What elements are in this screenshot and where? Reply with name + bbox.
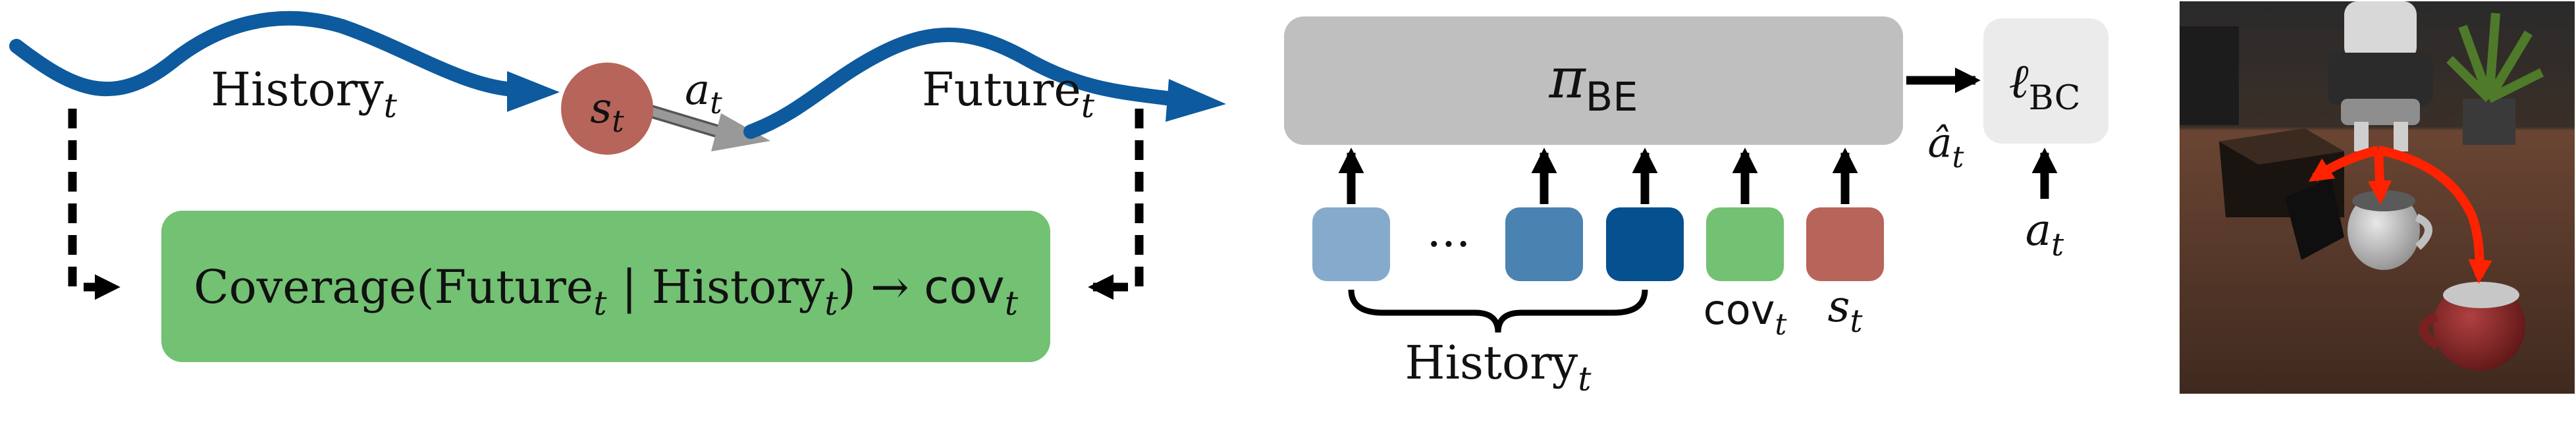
policy-box bbox=[1284, 16, 1903, 145]
loss-box bbox=[1983, 18, 2108, 144]
scene-arrow-right bbox=[2377, 146, 2492, 284]
scene-arrow-down bbox=[2367, 149, 2392, 205]
middle-diagram: πBE ··· Historyt covt st ât ℓBC at bbox=[1284, 16, 2108, 398]
black-object-icon bbox=[2285, 178, 2344, 260]
scene-arrow-left bbox=[2308, 146, 2380, 182]
state-label: st bbox=[590, 84, 624, 139]
history-token-2 bbox=[1505, 207, 1583, 281]
loss-label: ℓBC bbox=[2009, 53, 2081, 118]
plant-icon bbox=[2446, 13, 2544, 145]
history-dashed-connector bbox=[68, 109, 121, 300]
action-arrow-inner bbox=[647, 106, 729, 139]
history-token-1 bbox=[1312, 207, 1390, 281]
scene-cabinet bbox=[2180, 26, 2239, 125]
policy-label: πBE bbox=[1549, 46, 1638, 120]
robot-arm-icon bbox=[2328, 1, 2433, 151]
state-token bbox=[1806, 207, 1884, 281]
action-arrow-head bbox=[711, 113, 770, 151]
history-trajectory-arrowhead bbox=[507, 71, 560, 112]
history-label: Historyt bbox=[211, 63, 398, 125]
coverage-token bbox=[1706, 207, 1784, 281]
coverage-label: Coverage(Futuret | Historyt) → covt bbox=[194, 260, 1019, 323]
action-label: at bbox=[685, 66, 722, 120]
left-diagram: st Historyt at Futuret Coverage(Futuret … bbox=[9, 11, 1226, 362]
history-tokens-label: Historyt bbox=[1405, 336, 1592, 398]
future-dashed-connector bbox=[1088, 109, 1144, 300]
state-token-label: st bbox=[1828, 281, 1864, 340]
future-trajectory-arrowhead bbox=[1166, 79, 1226, 122]
future-trajectory bbox=[743, 27, 1179, 139]
future-label: Futuret bbox=[922, 63, 1095, 125]
history-brace bbox=[1348, 289, 1648, 333]
red-mug-icon bbox=[2419, 281, 2525, 371]
robot-kitchen-scene bbox=[2180, 1, 2575, 394]
coverage-box bbox=[161, 211, 1050, 362]
predicted-action-label: ât bbox=[1928, 119, 1964, 174]
history-ellipsis: ··· bbox=[1427, 217, 1471, 271]
history-token-3 bbox=[1606, 207, 1684, 281]
state-node bbox=[561, 63, 653, 155]
cov-token-label: covt bbox=[1704, 286, 1787, 342]
target-action-label: at bbox=[2026, 205, 2064, 263]
history-trajectory bbox=[9, 11, 521, 97]
